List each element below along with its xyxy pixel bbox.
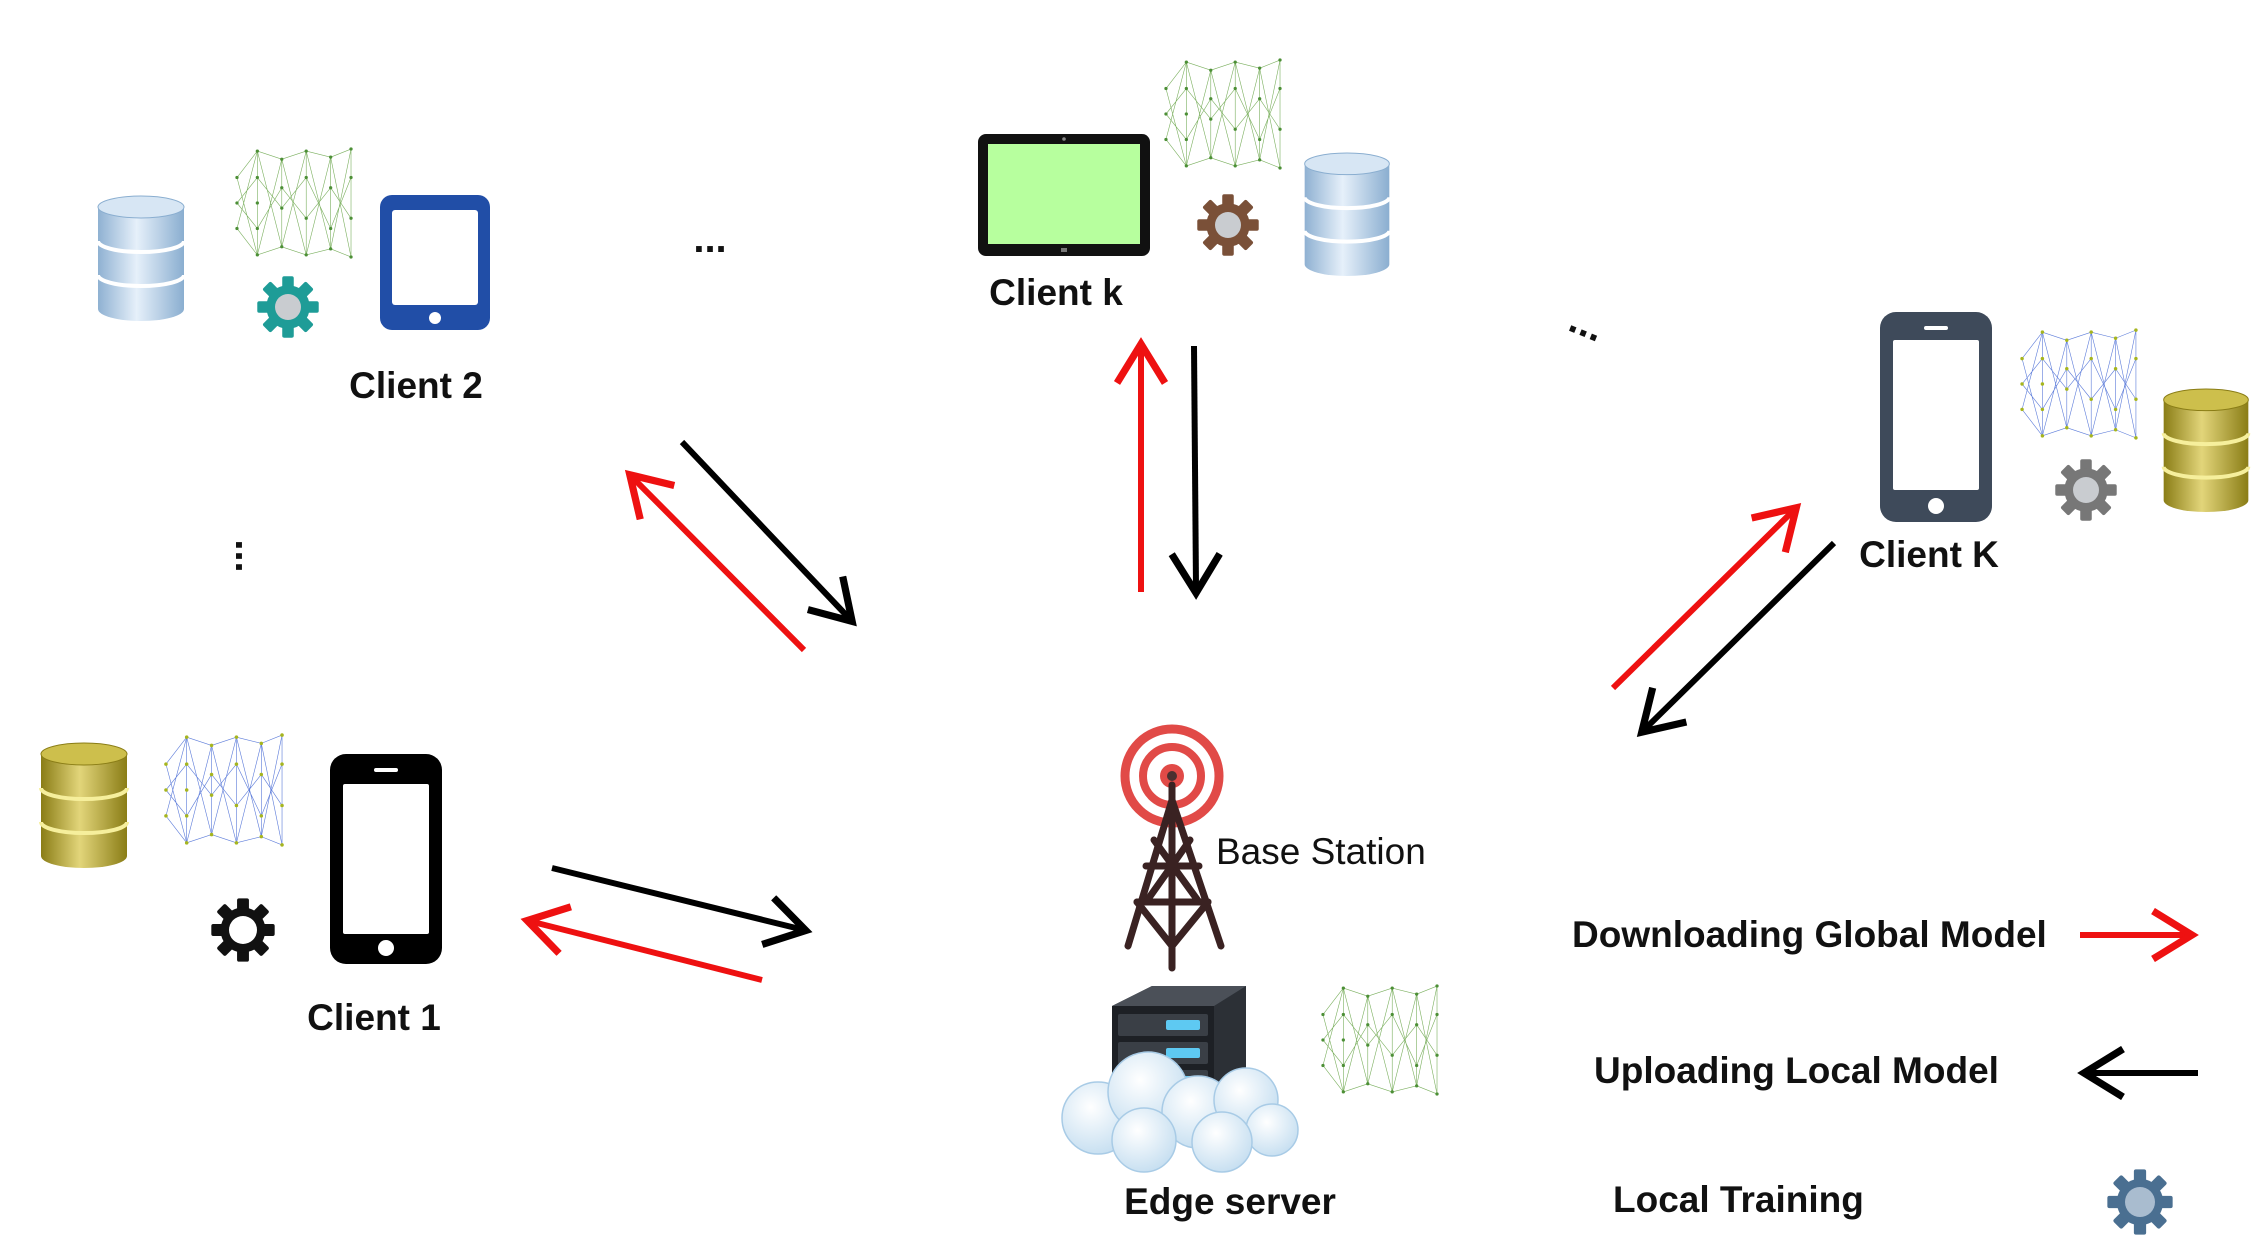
database-icon — [2164, 389, 2249, 512]
legend-upload-label: Uploading Local Model — [1594, 1050, 1999, 1091]
download-arrow-client-1 — [533, 922, 763, 983]
client-1: Client 1 — [41, 733, 442, 1038]
neural-network-icon — [234, 147, 354, 259]
client-2-label: Client 2 — [349, 365, 483, 406]
server-cloud-icon — [1061, 986, 1299, 1173]
client-2: Client 2 — [98, 147, 490, 406]
gear-icon — [257, 276, 319, 338]
database-icon — [1302, 152, 1392, 279]
legend-training-label: Local Training — [1613, 1179, 1864, 1220]
upload-arrow-client-k — [1194, 345, 1196, 587]
gear-icon — [2107, 1169, 2173, 1235]
ellipsis-left: ... — [227, 539, 271, 572]
base-station-label: Base Station — [1216, 831, 1426, 872]
client-k: Client k — [978, 58, 1392, 313]
neural-network-icon — [2019, 328, 2139, 440]
tablet-icon — [380, 195, 490, 330]
download-arrow-client-K — [1610, 512, 1792, 691]
legend-download-label: Downloading Global Model — [1572, 914, 2047, 955]
upload-arrow-client-K — [1646, 540, 1837, 728]
database-icon — [98, 196, 184, 321]
legend: Downloading Global Model Uploading Local… — [1572, 914, 2198, 1235]
gear-icon — [2055, 459, 2117, 521]
client-1-label: Client 1 — [307, 997, 441, 1038]
ellipsis-right: ... — [1563, 297, 1610, 350]
edge-server-label: Edge server — [1124, 1181, 1336, 1222]
client-k-label: Client k — [989, 272, 1123, 313]
upload-arrow-client-1 — [551, 865, 800, 929]
client-K-label: Client K — [1859, 534, 1999, 575]
neural-network-icon — [1163, 58, 1283, 170]
gear-icon — [1197, 194, 1259, 256]
tablet-landscape-icon — [978, 134, 1150, 256]
smartphone-icon — [1880, 312, 1992, 522]
gear-icon — [211, 898, 275, 962]
database-icon — [41, 743, 127, 868]
smartphone-icon — [330, 754, 442, 964]
neural-network-icon — [163, 733, 285, 847]
ellipsis-top: ... — [693, 217, 726, 261]
upload-arrow-client-2 — [679, 439, 848, 617]
client-K: Client K — [1859, 312, 2248, 575]
tablet-screen — [988, 144, 1140, 244]
neural-network-icon — [1320, 984, 1440, 1096]
download-arrow-client-2 — [634, 479, 807, 653]
radio-tower-icon — [1120, 724, 1225, 972]
